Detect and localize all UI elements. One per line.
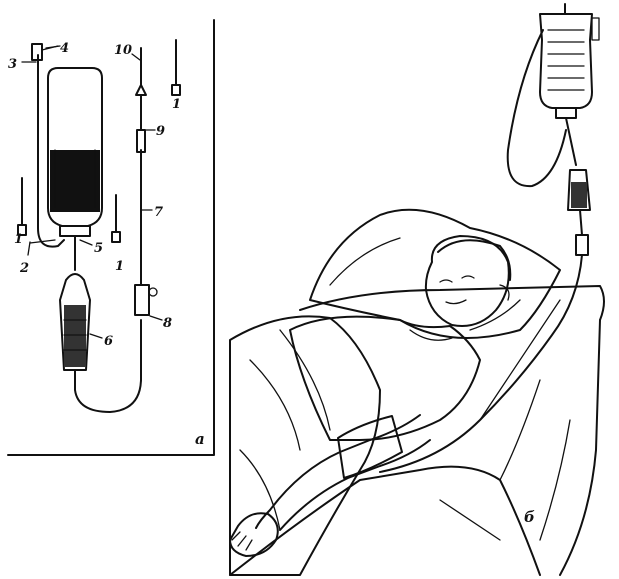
label-9: 9 xyxy=(156,124,165,139)
needle-1-left xyxy=(18,178,26,235)
panel-a: 1 1 1 2 3 4 5 6 7 8 9 10 а xyxy=(8,20,214,455)
bed-front xyxy=(230,467,540,575)
pillow xyxy=(310,210,560,338)
label-4: 4 xyxy=(60,41,69,56)
bottle-liquid xyxy=(50,150,100,212)
panel-b-letter: б xyxy=(524,508,535,526)
bottle-clip xyxy=(592,18,599,40)
label-5: 5 xyxy=(94,241,103,256)
drip-clamp xyxy=(576,235,588,255)
glass-tube xyxy=(137,130,145,152)
needle-1-mid xyxy=(112,195,120,242)
drip-tube-lower xyxy=(580,210,582,235)
tube-clamp xyxy=(135,285,149,315)
drip-tube-upper xyxy=(566,118,576,165)
label-8: 8 xyxy=(163,316,172,331)
bed-side xyxy=(560,320,600,575)
label-7: 7 xyxy=(154,205,163,220)
infusion-bottle xyxy=(48,68,102,236)
label-1-left: 1 xyxy=(14,232,23,247)
patient-arm xyxy=(230,415,430,556)
hanging-bottle-stopper xyxy=(556,108,576,118)
needle-connector xyxy=(136,85,146,95)
filter-drip-chamber xyxy=(60,274,90,370)
drip-chamber xyxy=(568,170,590,210)
panel-b: б xyxy=(230,4,604,575)
blanket-folds xyxy=(240,330,330,530)
label-10: 10 xyxy=(114,43,132,58)
hanging-bottle xyxy=(540,4,599,118)
bottle-stopper xyxy=(60,226,90,236)
label-3: 3 xyxy=(8,57,17,72)
needle-1-top xyxy=(172,40,180,95)
label-1-mid: 1 xyxy=(115,259,124,274)
label-6: 6 xyxy=(104,334,113,349)
label-1-top: 1 xyxy=(172,97,181,112)
label-2: 2 xyxy=(19,261,29,276)
panel-a-letter: а xyxy=(195,430,205,448)
patient-torso xyxy=(290,317,480,440)
patient-head xyxy=(426,236,510,326)
